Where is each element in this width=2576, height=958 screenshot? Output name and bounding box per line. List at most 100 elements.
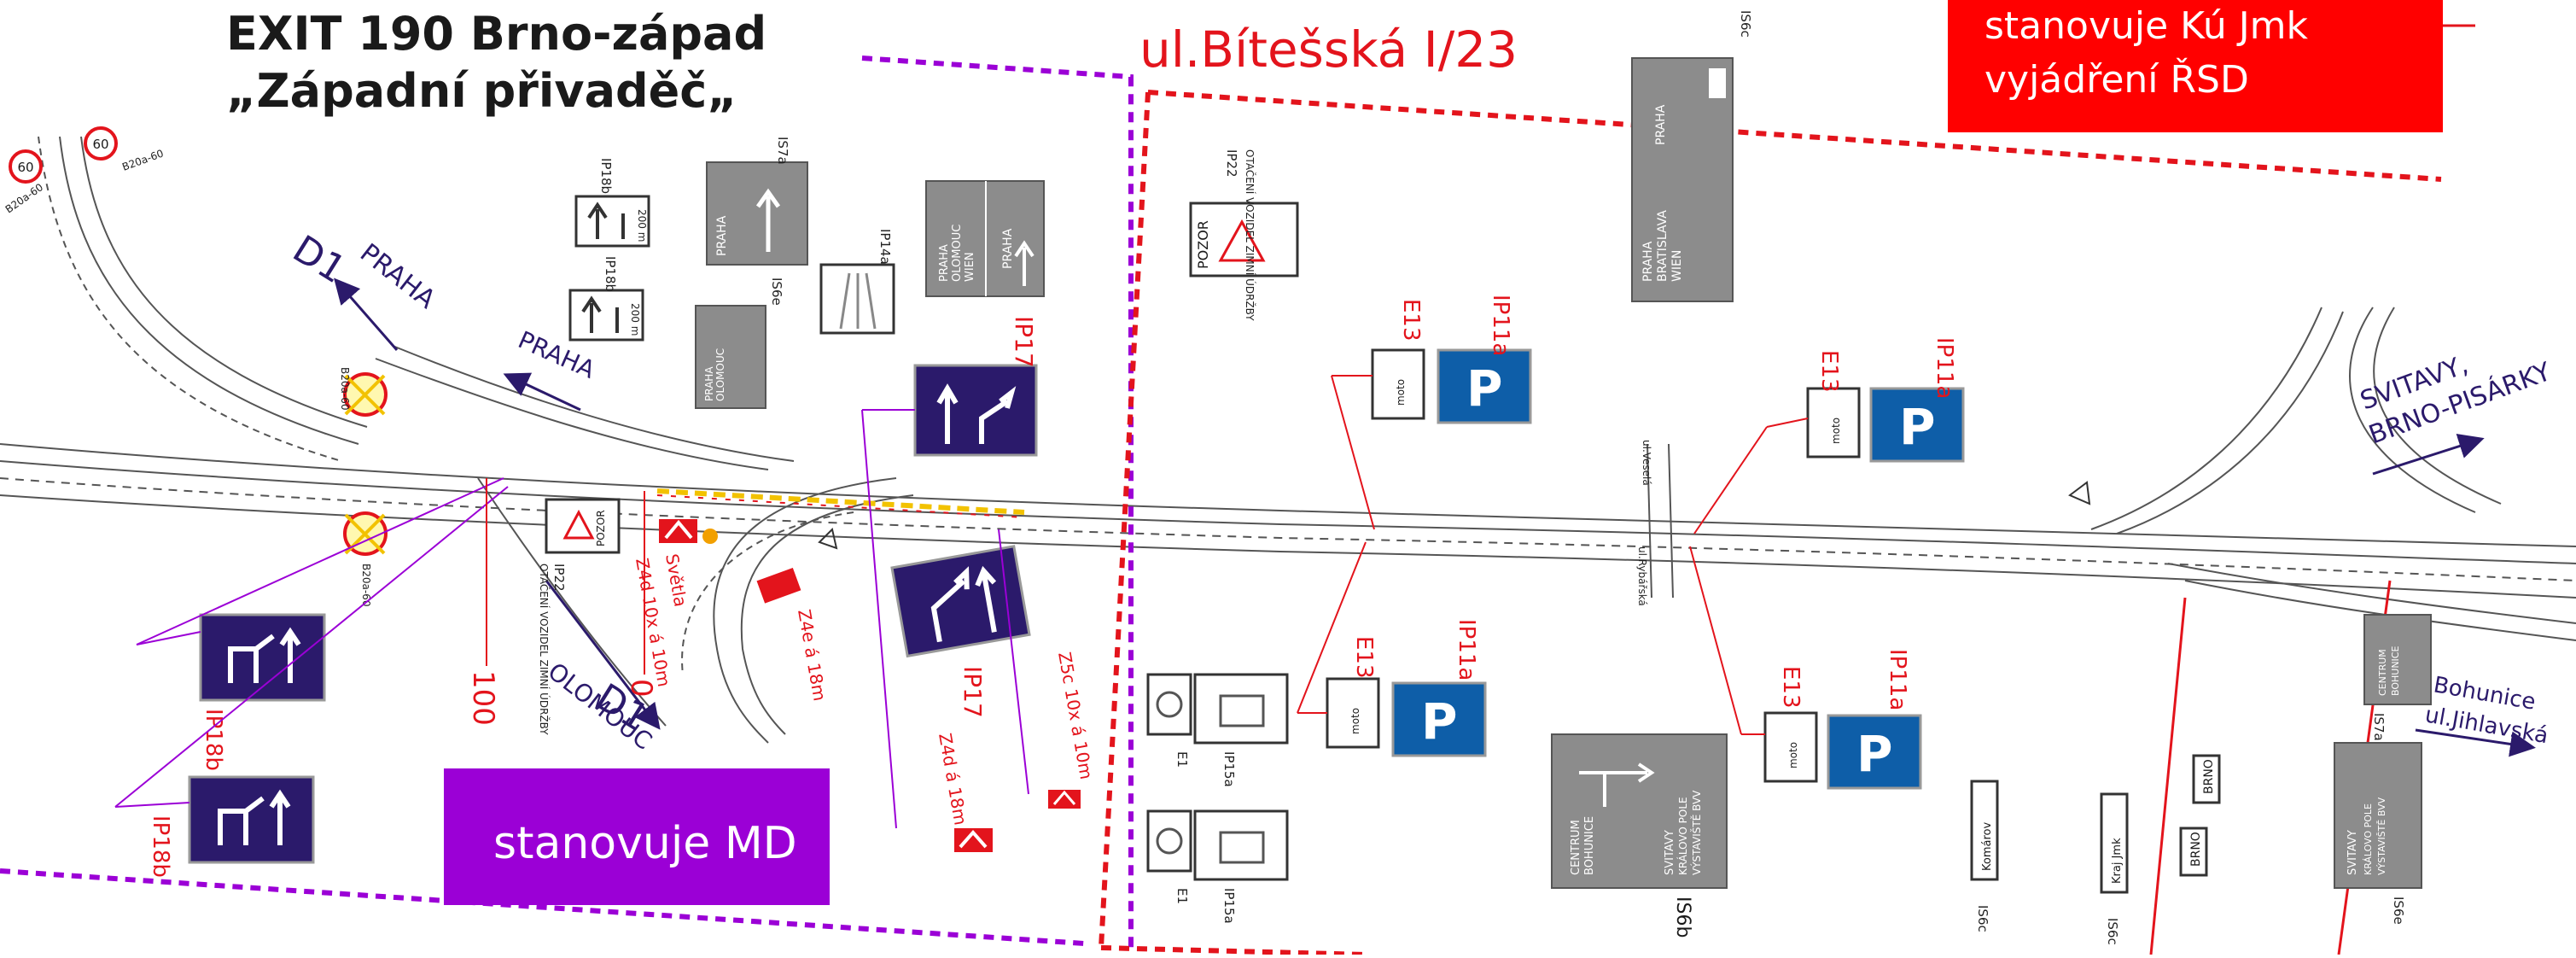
- leader-line-2: [2149, 597, 2187, 955]
- speed-limit-icon: [84, 126, 118, 161]
- parking-board: [1437, 348, 1532, 424]
- moto-text: moto: [1395, 379, 1407, 406]
- sign-pozor: POZOR: [1195, 220, 1211, 269]
- sign-destination: BRATISLAVA: [1656, 210, 1670, 282]
- sign-ip22-text: OTAČENÍ VOZIDEL ZIMNÍ ÚDRŽBY: [538, 564, 551, 735]
- sign-code-e13: E13: [1816, 350, 1842, 393]
- sign-code: IP14a: [877, 229, 893, 265]
- parking-sign-pair-4: moto P E13 IP11a: [1689, 546, 1922, 790]
- speedometer-icon: [1156, 827, 1183, 855]
- distance-0: 0: [624, 679, 658, 698]
- sign-destination: PRAHA: [938, 244, 951, 282]
- speed-code: B20a-60: [339, 367, 351, 410]
- sign-destination: WIEN: [1670, 250, 1684, 282]
- red-banner-line1: stanovuje Kú Jmk: [1984, 4, 2309, 48]
- sign-destination: BOHUNICE: [1583, 816, 1596, 875]
- sign-code: IP15a: [1221, 888, 1237, 924]
- sign-code: IS6c: [1975, 905, 1990, 932]
- speedometer-icon: [1156, 691, 1183, 718]
- warning-light-icon: [702, 529, 718, 544]
- lane-arrow-icon: [936, 383, 1017, 444]
- speed-code: B20a-60: [120, 147, 165, 172]
- speed-code: B20a-60: [360, 564, 372, 606]
- chevron-board-icon: [1048, 790, 1081, 809]
- board-text: BRNO: [2202, 759, 2216, 794]
- sign-destination: CENTRUM: [2377, 649, 2388, 696]
- sign-destination: PRAHA: [1641, 241, 1655, 282]
- e13-board: [1806, 387, 1861, 459]
- sign-destination: PRAHA: [1654, 104, 1668, 145]
- warning-triangle-icon: [1218, 219, 1266, 262]
- parking-board: [1827, 714, 1922, 790]
- is7a-sign-top: PRAHA IS7a: [706, 137, 808, 266]
- is6c-board-2: Kraj Jmk IS6c: [2100, 792, 2129, 945]
- link-line: [136, 631, 201, 645]
- parking-board: [1391, 681, 1487, 757]
- is7a-sign-right: CENTRUM BOHUNICE IS7a: [2363, 614, 2432, 741]
- ip22-sign-right: POZOR IP22 OTAČENÍ VOZIDEL ZIMNÍ ÚDRŽBY: [1189, 149, 1299, 321]
- sign-code: IS6c: [1738, 10, 1753, 38]
- sign-code-ip11a: IP11a: [1885, 649, 1910, 710]
- sign-destination: KRÁLOVO POLE: [1676, 797, 1689, 875]
- street-label: ul.Rybářská: [1636, 546, 1648, 606]
- ip18b-sign-2: IP18b: [148, 775, 315, 878]
- lane-arrow-icon: [218, 789, 291, 845]
- motorway-icon: [839, 272, 877, 330]
- sign-destination: CENTRUM: [1570, 820, 1582, 875]
- lane-arrow-icon: [930, 565, 997, 643]
- sign-destination: WIEN: [964, 252, 976, 282]
- sign-code-e13: E13: [1778, 666, 1804, 709]
- ip18b-sign-1: IP18b: [199, 613, 326, 771]
- sign-code: IP18b: [603, 256, 618, 292]
- praha-arrow-mid: [503, 372, 581, 412]
- sign-destination: KRÁLOVO POLE: [2363, 803, 2374, 875]
- sign-code-ip18b: IP18b: [148, 815, 173, 878]
- sign-code: E1: [1174, 888, 1190, 904]
- distance-text: 200 m: [629, 303, 641, 336]
- sign-code-e13: E13: [1351, 636, 1377, 679]
- z4d-b-label: Z4d á 18m: [935, 732, 971, 827]
- sign-code: IS6e: [769, 277, 784, 306]
- sign-code: IS7a: [2371, 713, 2387, 741]
- sign-code: IS6c: [2105, 918, 2120, 945]
- sign-code: IP15a: [1221, 751, 1237, 787]
- speed-value: 60: [17, 160, 33, 175]
- e13-board: [1763, 711, 1818, 783]
- moto-text: moto: [1830, 418, 1842, 444]
- sign-destination: SVITAVY: [1664, 830, 1676, 875]
- board-text: Komárov: [1981, 822, 1994, 871]
- sign-destination: VÝSTAVIŠTĚ BVV: [1690, 790, 1703, 875]
- bohunice-arrow: [2415, 728, 2536, 757]
- sign-code: IS7a: [775, 137, 790, 165]
- svitavy-arrow: [2372, 434, 2485, 476]
- title-line1: EXIT 190 Brno-západ: [226, 7, 766, 61]
- direction-sign-praha-bratislava: PRAHA BRATISLAVA WIEN PRAHA IS6c: [1631, 10, 1753, 302]
- sign-code-ip17: IP17: [1010, 316, 1038, 368]
- lane-arrow-icon: [228, 627, 301, 683]
- moto-text: moto: [1787, 742, 1799, 768]
- car-icon: [1219, 831, 1265, 864]
- purple-banner-text: stanovuje MD: [493, 818, 797, 869]
- speed-limit-icon: [9, 149, 43, 184]
- parking-sign-pair-3: moto P E13 IP11a: [1297, 541, 1487, 757]
- sign-code: IS6b: [1672, 897, 1693, 938]
- lane-arrow-icon: [581, 295, 619, 333]
- ip14a-sign: IP14a: [819, 229, 895, 335]
- parking-icon: P: [1899, 398, 1936, 456]
- road-network: [0, 136, 2576, 744]
- parking-board: [1869, 387, 1965, 463]
- direction-arrow-icon: [1579, 762, 1655, 807]
- distance-text: 200 m: [636, 209, 648, 242]
- ip17-sign-top: IP17: [913, 316, 1038, 457]
- ip22-sign-left: POZOR IP22 OTAČENÍ VOZIDEL ZIMNÍ ÚDRŽBY: [538, 498, 621, 735]
- praha-arrow-top: [334, 277, 399, 351]
- street-label: ul.Veselá: [1641, 440, 1652, 486]
- warning-triangle-icon: [2068, 481, 2091, 505]
- link-line: [136, 477, 504, 645]
- link-line: [861, 409, 897, 829]
- e1-ip15a-pair-1: E1 IP15a: [1146, 673, 1289, 787]
- sign-code: IP22: [551, 564, 567, 592]
- sign-destination: PRAHA: [1001, 228, 1015, 269]
